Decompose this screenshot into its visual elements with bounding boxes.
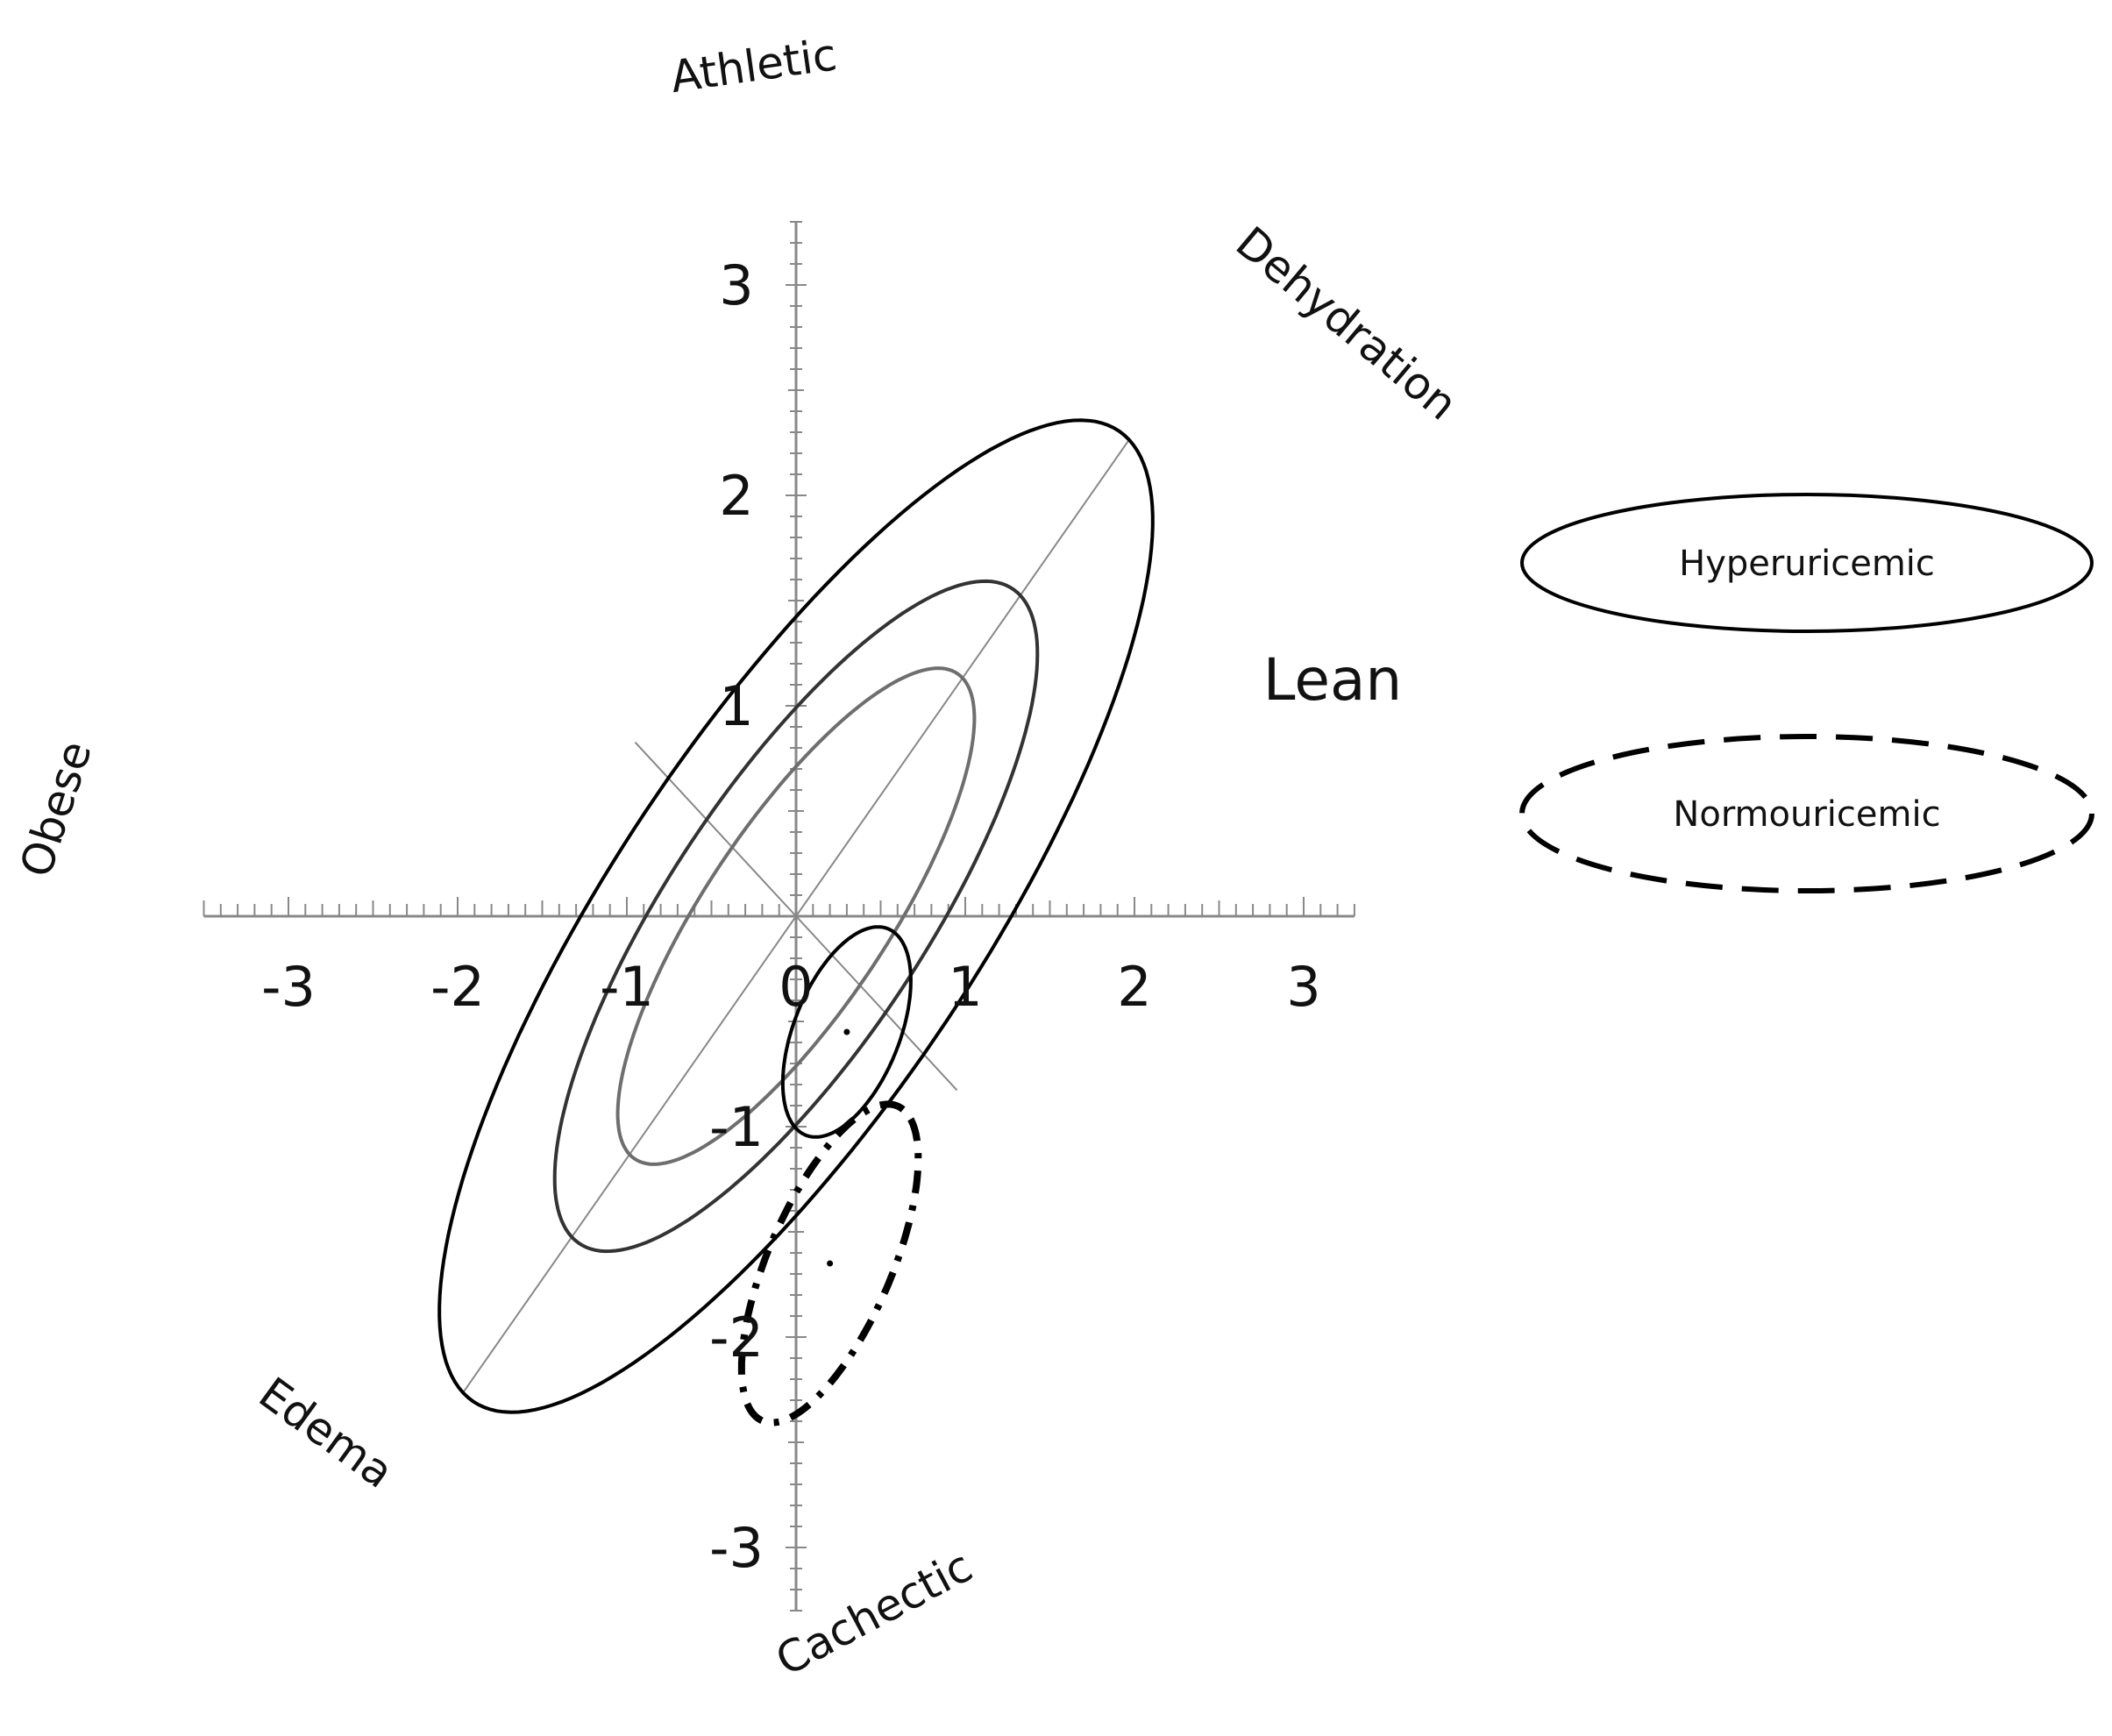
tolerance-ellipse-75 [552, 579, 1040, 1254]
legend-normouricemic-label: Normouricemic [1673, 794, 1940, 835]
group-ellipses [737, 925, 922, 1427]
y-tick-label: 3 [719, 253, 753, 317]
tolerance-ellipse-95 [437, 418, 1155, 1414]
label-obese: Obese [11, 735, 102, 883]
x-tick-label: -1 [600, 955, 654, 1019]
tolerance-ellipse-50 [615, 666, 977, 1166]
axes [203, 221, 1355, 1611]
legend-hyperuricemic-swatch [1520, 493, 2094, 633]
label-athletic: Athletic [667, 29, 839, 103]
y-tick-label: -1 [709, 1095, 764, 1159]
y-tick-label: -3 [709, 1516, 764, 1580]
group-mean-point [827, 1260, 834, 1267]
legend-normouricemic-swatch [1519, 734, 2094, 893]
legend-hyperuricemic-label: Hyperuricemic [1679, 544, 1935, 584]
label-lean: Lean [1263, 646, 1403, 714]
x-tick-label: -2 [430, 955, 485, 1019]
y-tick-label: -2 [709, 1306, 764, 1370]
y-tick-label: 2 [719, 464, 753, 528]
group-ellipse-hyperuricemic [780, 925, 913, 1139]
legend: Hyperuricemic Normouricemic [1519, 493, 2094, 893]
y-tick-labels: 3 2 1 -1 -2 -3 [709, 253, 764, 1580]
x-tick-label: 2 [1117, 955, 1151, 1019]
group-ellipse-normouricemic [737, 1100, 922, 1427]
group-mean-point [843, 1028, 850, 1035]
y-minor-ticks [786, 221, 807, 1611]
x-tick-label: 3 [1286, 955, 1320, 1019]
x-tick-label: 0 [779, 955, 813, 1019]
label-dehydration: Dehydration [1227, 217, 1467, 430]
x-minor-ticks [203, 897, 1355, 916]
label-cachectic: Cachectic [768, 1540, 981, 1686]
x-tick-labels: -3 -2 -1 0 1 2 3 [261, 955, 1321, 1019]
x-tick-label: -3 [261, 955, 316, 1019]
label-edema: Edema [250, 1368, 402, 1498]
y-tick-label: 1 [719, 674, 753, 738]
x-tick-label: 1 [948, 955, 982, 1019]
tolerance-ellipses [437, 418, 1155, 1414]
